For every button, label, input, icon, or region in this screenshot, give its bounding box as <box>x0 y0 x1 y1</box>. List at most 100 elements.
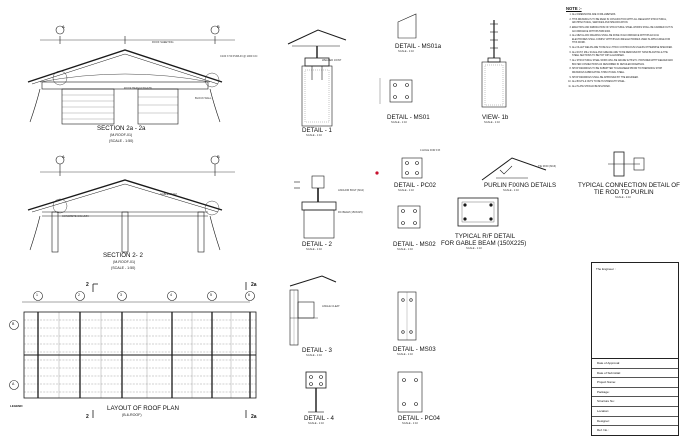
grid-6: 6 <box>248 293 250 297</box>
legend-label: LEGEND <box>10 404 23 408</box>
tb-location: Location: <box>592 407 678 417</box>
detail-pc04-drawing <box>397 371 423 413</box>
note-item: ALL DIMENSIONS ARE IN MILLIMETERS. <box>572 14 674 18</box>
grid-label-a-mid: A <box>62 154 65 159</box>
detail-4-drawing <box>305 371 327 413</box>
circle-grid-marker-icon <box>75 291 85 301</box>
annot-block: BLOCK WALL <box>195 97 212 100</box>
detail-3-drawing <box>289 275 337 346</box>
note-item: SHOP DRAWINGS SHALL BE APPROVED BY THE E… <box>572 77 674 81</box>
grid-a: A <box>12 382 15 386</box>
view-1b-drawing <box>481 20 507 108</box>
scale-detail-4: SCALE - 1:10 <box>308 422 324 425</box>
circle-grid-marker-icon <box>33 291 43 301</box>
scale-detail-3: SCALE - 1:10 <box>306 354 322 357</box>
scale-detail-pc04: SCALE - 1:10 <box>402 422 418 425</box>
annot-cleat: ANGLE CLEAT <box>322 305 340 308</box>
grid-b: B <box>12 322 15 326</box>
circle-grid-marker-icon <box>207 291 217 301</box>
grid-5: 5 <box>210 293 212 297</box>
grid-2: 2 <box>78 293 80 297</box>
marker-2a-bottom: 2a <box>251 414 257 420</box>
annot-fix: 4 HOLE FOR FIX <box>420 149 441 152</box>
grid-label-a-top: A <box>62 24 65 29</box>
annot-tie: TIE ROD (M16) <box>538 165 557 168</box>
title-detail-1: DETAIL - 1 <box>302 127 332 134</box>
title-section-2-2: SECTION 2- 2 <box>103 252 143 259</box>
grid-1: 1 <box>36 293 38 297</box>
section-arrow-icon <box>92 282 247 418</box>
scale-detail-ms03: SCALE - 1:10 <box>397 353 413 356</box>
title-view-1b: VIEW- 1b <box>482 114 509 121</box>
circle-grid-marker-icon <box>245 291 255 301</box>
tb-designer: Designer: <box>592 417 678 427</box>
note-item: ALL BOLTS & NUTS TO BE HI-STRENGTH STEEL… <box>572 81 674 85</box>
annot-purlin: C100 X 50 PURLIN @ 1000 C/C <box>220 55 258 58</box>
note-item: THIS DRAWING IS TO BE READ IN CONJUNCTIO… <box>572 19 674 26</box>
tb-date-submittal: Date of Submittal: <box>592 369 678 379</box>
title-detail-4: DETAIL - 4 <box>304 415 334 422</box>
annot-roof-sheet: ROOF SHEETING <box>152 41 174 44</box>
engineer-label: The Engineer : <box>596 267 616 271</box>
title-detail-pc02: DETAIL - PC02 <box>394 182 436 189</box>
notes-list: ALL DIMENSIONS ARE IN MILLIMETERS. THIS … <box>566 14 674 90</box>
annot-gable: GABLE BEAM <box>160 193 177 196</box>
accent-mark <box>375 171 379 175</box>
tb-package: Package: <box>592 388 678 398</box>
section-2-2-drawing <box>27 155 235 253</box>
title-detail-ms03: DETAIL - MS03 <box>393 346 436 353</box>
notes-panel: NOTE :- ALL DIMENSIONS ARE IN MILLIMETER… <box>566 6 674 91</box>
scale-detail-ms01a: SCALE - 1:10 <box>398 50 414 53</box>
scale-gable-rf: SCALE - 1:10 <box>466 247 482 250</box>
title-detail-ms02: DETAIL - MS02 <box>393 241 436 248</box>
title-detail-ms01: DETAIL - MS01 <box>387 114 430 121</box>
annot-column: CONCRETE COLUMN <box>62 215 89 218</box>
typical-tie-rod-drawing <box>608 151 645 177</box>
sub-section-2a: (M-ROOF-01) <box>110 133 133 137</box>
title-roof-plan: LAYOUT OF ROOF PLAN <box>107 405 179 412</box>
tb-date-approval: Date of Approval: <box>592 359 678 369</box>
scale-view-1b: SCALE - 1:10 <box>484 121 500 124</box>
title-purlin-fixing: PURLIN FIXING DETAILS <box>484 182 557 189</box>
note-item: ALL PLATE SHOULD BE MS-PATED. <box>572 86 674 90</box>
sub-section-2-2: (M-ROOF-01) <box>113 260 136 264</box>
grid-label-b-mid: B <box>217 154 220 159</box>
title-gable-rf-1: TYPICAL R/F DETAIL <box>455 233 516 240</box>
title-section-2a: SECTION 2a - 2a <box>97 125 146 132</box>
detail-1-drawing <box>287 29 347 127</box>
scale-detail-1: SCALE - 1:10 <box>306 134 322 137</box>
scale-detail-ms02: SCALE - 1:10 <box>397 248 413 251</box>
title-gable-rf-2: FOR GABLE BEAM (150X225) <box>441 240 527 247</box>
detail-ms01a-drawing <box>397 13 417 39</box>
scale-section-2a: (SCALE - 1:50) <box>109 139 134 143</box>
purlin-fixing-drawing <box>481 157 547 181</box>
circle-grid-marker-icon <box>117 291 127 301</box>
scale-section-2-2: (SCALE - 1:50) <box>111 266 136 270</box>
gable-rf-drawing <box>457 197 499 227</box>
annot-welded: WELDED JOINT <box>322 59 342 62</box>
note-item: ALL METAL ARC WELDING SHALL BE DONE IN A… <box>572 35 674 46</box>
tb-structure-no: Structure No: <box>592 397 678 407</box>
scale-purlin-fixing: SCALE - 1:10 <box>503 189 519 192</box>
detail-pc02-drawing <box>401 157 423 179</box>
title-detail-pc04: DETAIL - PC04 <box>398 415 440 422</box>
tb-project-name: Project Name: <box>592 378 678 388</box>
title-tie-rod-2: TIE ROD TO PURLIN <box>594 189 654 196</box>
scale-detail-2: SCALE - 1:10 <box>306 248 322 251</box>
detail-2-drawing <box>294 175 337 239</box>
title-detail-ms01a: DETAIL - MS01a <box>395 43 442 50</box>
annot-anchor: ANCHOR BOLT (M12) <box>338 189 364 192</box>
notes-heading: NOTE :- <box>566 6 582 11</box>
title-detail-3: DETAIL - 3 <box>302 347 332 354</box>
marker-2-top: 2 <box>86 282 89 288</box>
grid-3: 3 <box>120 293 122 297</box>
annot-rc-beam: RC BEAM (150X225) <box>338 211 363 214</box>
tb-ref-no: Ref. No.: <box>597 428 609 433</box>
note-item: ALL RUST, MILL SCALE AND GREASE ARE TO B… <box>572 52 674 59</box>
roof-plan-drawing <box>9 282 257 418</box>
detail-ms02-drawing <box>397 205 421 229</box>
circle-grid-marker-icon <box>167 291 177 301</box>
marker-2-bottom: 2 <box>86 414 89 420</box>
grid-label-b-top: B <box>217 24 220 29</box>
